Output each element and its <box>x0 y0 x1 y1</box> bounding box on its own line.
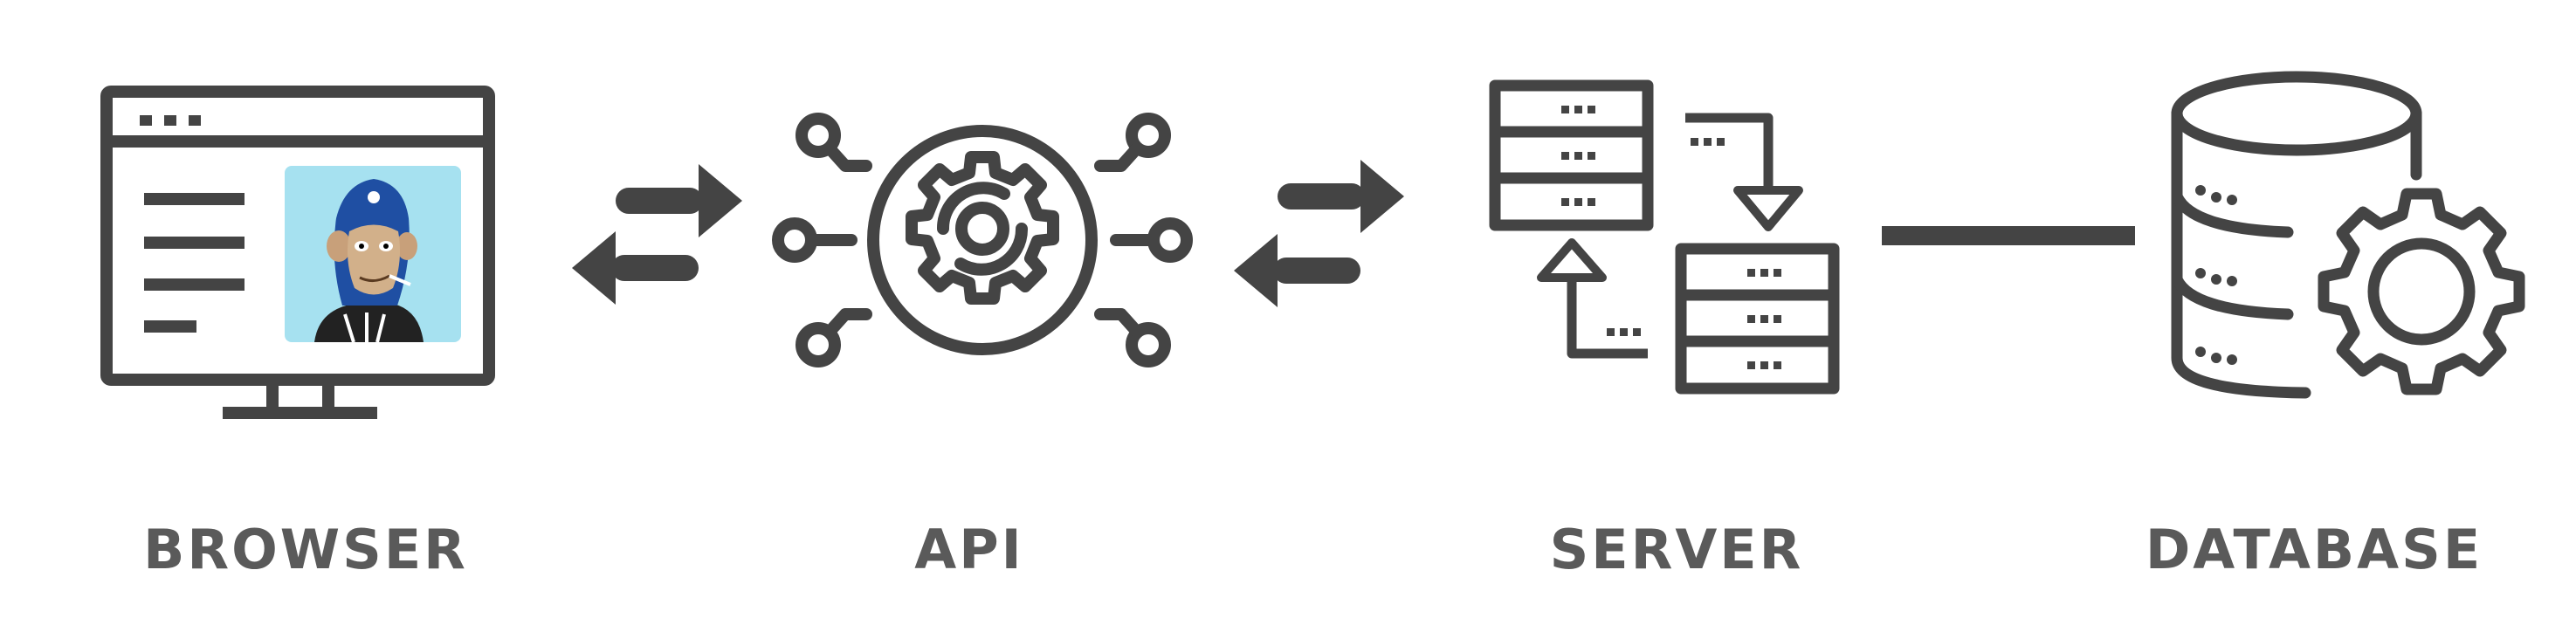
arrow-right-icon <box>616 164 742 237</box>
browser-window-icon <box>100 86 495 419</box>
label-api: API <box>914 518 1024 581</box>
label-browser: BROWSER <box>143 518 468 581</box>
connector-browser-api <box>572 164 742 305</box>
label-database: DATABASE <box>2145 518 2483 581</box>
database-dots <box>2195 185 2237 365</box>
arrow-left-icon <box>572 231 699 305</box>
api-gear-network-icon <box>772 113 1193 367</box>
arrow-right-icon <box>1278 160 1404 233</box>
server-dots <box>1561 106 1781 369</box>
database-gear-icon <box>2171 71 2525 399</box>
arrow-left-icon <box>1234 234 1360 307</box>
label-server: SERVER <box>1549 518 1804 581</box>
server-sync-icon <box>1489 79 1840 395</box>
connector-api-server <box>1234 160 1404 307</box>
avatar-image <box>285 166 461 343</box>
